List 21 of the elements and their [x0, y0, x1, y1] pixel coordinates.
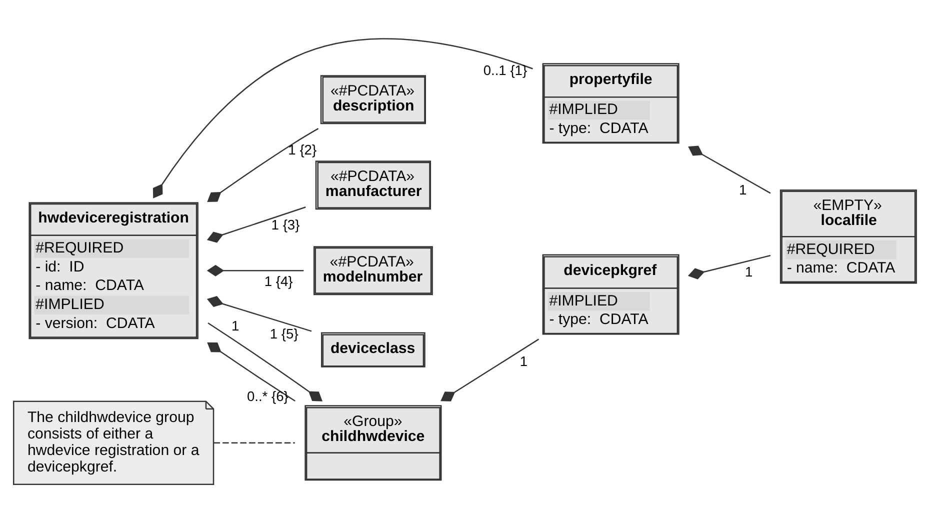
connector: [688, 145, 771, 194]
connector: [208, 322, 323, 401]
edge-label: 1: [520, 352, 528, 368]
connector: [440, 338, 540, 401]
connector: [152, 38, 533, 198]
edge-label: 0..* {6}: [246, 387, 288, 404]
edge-label: 1 {4}: [264, 272, 293, 288]
connector: [688, 254, 771, 279]
edge-label: 1 {2}: [288, 141, 317, 158]
connector: [206, 264, 304, 276]
edge-label: 1 {3}: [271, 216, 300, 232]
edge-label: 0..1 {1}: [483, 62, 528, 78]
connector: [206, 296, 312, 332]
connector: [207, 128, 319, 202]
edge-label: 1: [739, 180, 747, 197]
edge-label: 1: [745, 262, 753, 279]
edge-label: 1 {5}: [270, 325, 298, 342]
connector: [207, 342, 296, 401]
connector: [214, 442, 295, 443]
connector: [206, 206, 306, 242]
edge-label: 1: [232, 316, 240, 333]
